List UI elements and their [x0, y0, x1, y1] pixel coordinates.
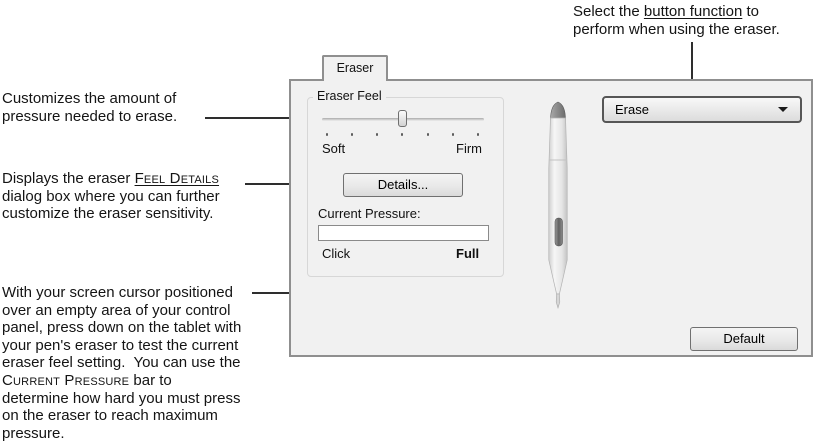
pressure-min-label: Click	[322, 246, 351, 261]
pen-illustration	[548, 101, 568, 310]
callout-line: pressure.	[2, 424, 65, 442]
current-pressure-term: Current Pressure	[2, 371, 130, 389]
callout-line: panel, press down on the tablet with	[2, 319, 242, 337]
tick-mark	[476, 133, 479, 136]
eraser-feel-group-label: Eraser Feel	[313, 89, 386, 103]
callout-line: customize the eraser sensitivity.	[2, 205, 214, 223]
callout-line: pressure needed to erase.	[2, 107, 178, 125]
callout-current-pressure: With your screen cursor positioned over …	[2, 284, 241, 442]
callout-text: bar to	[129, 371, 172, 389]
leader-line-eraser-feel	[205, 117, 307, 119]
details-button[interactable]: Details...	[343, 173, 463, 197]
tab-eraser[interactable]: Eraser	[322, 55, 388, 81]
callout-line: eraser feel setting. You can use the	[2, 354, 241, 372]
tick-mark	[351, 133, 354, 136]
eraser-feel-groupbox	[307, 97, 504, 277]
pen-nib	[555, 293, 561, 310]
callout-line: determine how hard you must press	[2, 389, 241, 407]
tick-mark	[401, 133, 404, 136]
button-function-link: button function	[643, 3, 743, 20]
current-pressure-bar	[318, 225, 489, 241]
callout-line: on the eraser to reach maximum	[2, 407, 218, 425]
callout-line: your pen's eraser to test the current	[2, 336, 239, 354]
callout-line: Customizes the amount of	[2, 90, 177, 107]
dropdown-selected-value: Erase	[615, 102, 649, 117]
callout-eraser-feel: Customizes the amount of pressure needed…	[2, 90, 177, 125]
tick-mark	[451, 133, 454, 136]
tick-mark	[376, 133, 379, 136]
callout-line: perform when using the eraser.	[573, 20, 780, 38]
callout-line: With your screen cursor positioned	[2, 284, 233, 301]
tick-mark	[326, 133, 328, 136]
pen-body	[548, 117, 568, 295]
default-button[interactable]: Default	[690, 327, 798, 351]
callout-text: Displays the eraser	[2, 170, 135, 187]
callout-line: over an empty area of your control	[2, 301, 231, 319]
callout-feel-details: Displays the eraser Feel Details dialog …	[2, 170, 220, 223]
callout-text: Select the	[573, 3, 644, 20]
callout-line: Displays the eraser Feel Details	[2, 170, 220, 188]
current-pressure-label: Current Pressure:	[318, 206, 421, 221]
chevron-down-icon	[778, 107, 788, 112]
eraser-function-dropdown[interactable]: Erase	[602, 96, 802, 123]
eraser-feel-slider-thumb[interactable]	[398, 110, 407, 127]
leader-line-button-function	[691, 42, 693, 96]
pressure-max-label: Full	[456, 246, 480, 261]
tick-mark	[426, 133, 429, 136]
slider-label-soft: Soft	[322, 141, 346, 156]
callout-text: to	[742, 3, 759, 20]
pen-side-switch	[554, 217, 563, 247]
feel-details-link: Feel Details	[134, 170, 220, 187]
pen-eraser-tip	[550, 101, 566, 121]
callout-button-function: Select the button function to perform wh…	[573, 3, 780, 38]
callout-line: Current Pressure bar to	[2, 372, 241, 390]
callout-line: Select the button function to	[573, 3, 780, 21]
slider-tick-marks	[326, 133, 479, 137]
slider-label-firm: Firm	[456, 141, 482, 156]
callout-line: dialog box where you can further	[2, 187, 220, 205]
